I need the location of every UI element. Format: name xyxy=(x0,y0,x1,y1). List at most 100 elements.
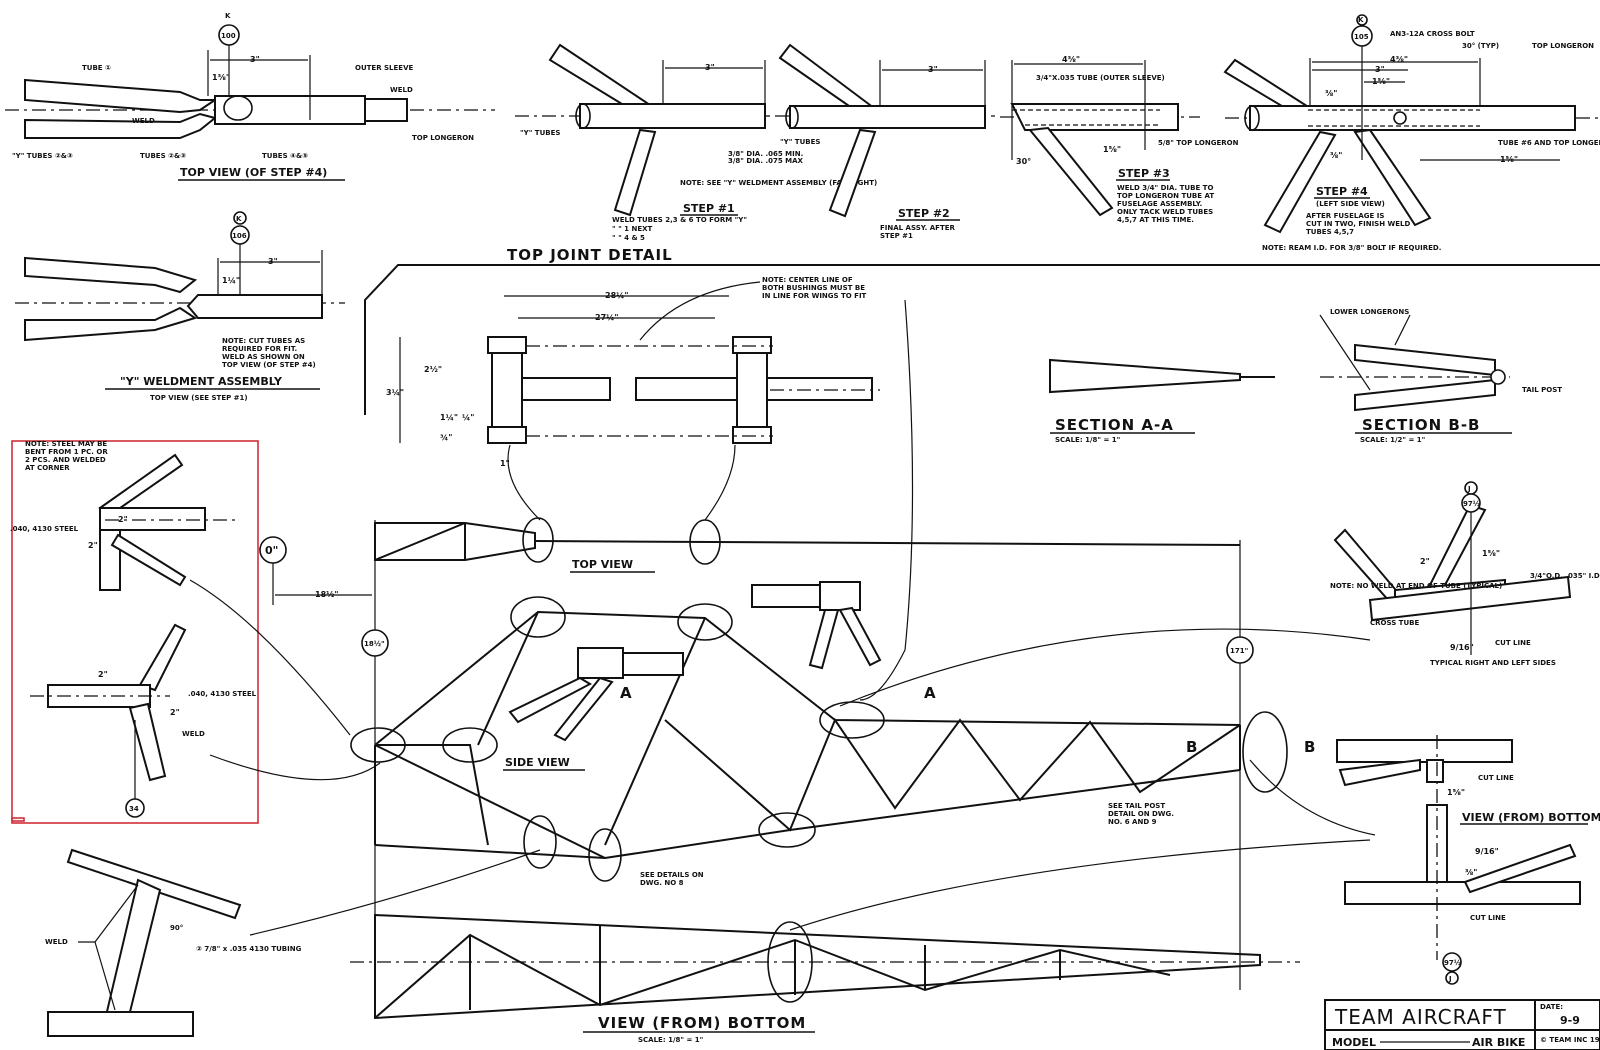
dim-1-1-4: 1¼" xyxy=(440,412,458,422)
top-longeron xyxy=(364,98,408,122)
station-number: 97½ xyxy=(1444,959,1461,967)
station-0-label: 0" xyxy=(265,544,278,557)
note-line-4: TOP VIEW (OF STEP #4) xyxy=(222,361,316,369)
label-tail-post: TAIL POST xyxy=(1522,386,1562,394)
dim-4-3-8: 4⅜" xyxy=(1390,55,1408,64)
note-line-3: IN LINE FOR WINGS TO FIT xyxy=(762,292,867,300)
dim-2in-c: 2" xyxy=(98,670,108,679)
date-value: 9-9 xyxy=(1560,1014,1580,1027)
title-block: TEAM AIRCRAFT MODEL AIR BIKE DATE: 9-9 ©… xyxy=(1324,999,1600,1050)
step3-detail: 4⅜" 1⅝" 30° 3/4"X.035 TUBE (OUTER SLEEVE… xyxy=(1000,55,1239,224)
top-joint-detail-heading: TOP JOINT DETAIL xyxy=(507,246,673,264)
label-y-tubes: "Y" TUBES ②&③ xyxy=(12,152,73,160)
bottom-view-joint-detail: CUT LINE 1⅝" VIEW (FROM) BOTTOM 9/16" ⅜"… xyxy=(1336,735,1600,985)
step3-line-1: WELD 3/4" DIA. TUBE TO xyxy=(1117,184,1213,192)
y-weldment-assembly: K 106 3" 1¼" NOTE: CUT TUBES AS REQUIRED… xyxy=(15,211,345,402)
label-cross-bolt: AN3-12A CROSS BOLT xyxy=(1390,30,1475,38)
top-view-label: TOP VIEW xyxy=(572,558,633,571)
dim-9-16: 9/16" xyxy=(1475,847,1499,856)
dim-1-3-8: 1⅜" xyxy=(212,73,230,82)
section-mark-a-right: A xyxy=(924,684,937,702)
label-weld-2: WELD xyxy=(390,86,413,94)
see-tail-post-1: SEE TAIL POST xyxy=(1108,802,1165,810)
label-weld: WELD xyxy=(45,938,68,946)
label-top-longeron: TOP LONGERON xyxy=(1532,42,1594,50)
tube-2-3 xyxy=(613,128,657,217)
dim-3in: 3" xyxy=(705,63,715,72)
section-mark-b-left: B xyxy=(1186,738,1198,756)
step2-title: STEP #2 xyxy=(898,207,950,220)
dim-3-1-4: 3¼" xyxy=(386,387,404,397)
dim-3in: 3" xyxy=(250,55,260,64)
station-18-label: 18½" xyxy=(364,640,385,648)
y-weldment-title: "Y" WELDMENT ASSEMBLY xyxy=(120,375,283,388)
label-weld: WELD xyxy=(182,730,205,738)
dim-1in: 1" xyxy=(500,459,510,468)
label-y-tubes: "Y" TUBES xyxy=(520,129,560,137)
note-line-2: REQUIRED FOR FIT. xyxy=(222,345,297,353)
dim-3-8: ⅜" xyxy=(1465,868,1477,877)
dim-1-5-8: 1⅝" xyxy=(1447,788,1465,797)
section-mark-a-left: A xyxy=(620,684,633,702)
label-no-weld: NOTE: NO WELD AT END OF TUBE (TYPICAL) xyxy=(1330,582,1502,590)
step1-note: NOTE: SEE "Y" WELDMENT ASSEMBLY (FAR RIG… xyxy=(680,179,877,187)
dim-1-1-4: 1¼" xyxy=(222,275,240,285)
label-tubes-4-5: TUBES ④&⑤ xyxy=(262,152,308,160)
dim-3in: 3" xyxy=(1375,65,1385,74)
label-outer-sleeve: 3/4"X.035 TUBE (OUTER SLEEVE) xyxy=(1036,74,1165,82)
note-line-1: NOTE: CENTER LINE OF xyxy=(762,276,853,284)
note-line-3: 2 PCS. AND WELDED xyxy=(25,456,106,464)
dim-18-5: 18½" xyxy=(315,589,339,599)
step1-line-1: WELD TUBES 2,3 & 6 TO FORM "Y" xyxy=(612,216,747,224)
label-butt-here: TUBE #6 AND TOP LONGERON BUTT HERE xyxy=(1498,139,1600,147)
step3-title: STEP #3 xyxy=(1118,167,1170,180)
dim-2in-a: 2" xyxy=(118,515,128,524)
note-line-3: WELD AS SHOWN ON xyxy=(222,353,305,361)
step4-line-1: AFTER FUSELAGE IS xyxy=(1306,212,1384,220)
station-letter: K xyxy=(236,215,242,223)
side-view-label: SIDE VIEW xyxy=(505,756,570,769)
step2-line-1: FINAL ASSY. AFTER xyxy=(880,224,956,232)
step3-line-5: 4,5,7 AT THIS TIME. xyxy=(1117,216,1194,224)
label-tube-spec: 3/4"O.D. .035" I.D. TUBE, 4130 xyxy=(1530,572,1600,580)
label-top-longeron: TOP LONGERON xyxy=(412,134,474,142)
step4-subtitle: (LEFT SIDE VIEW) xyxy=(1316,200,1385,208)
strut-weld-detail: WELD ② 7/8" x .035 4130 TUBING 90° xyxy=(45,848,302,1037)
dim-2in-b: 2" xyxy=(88,541,98,550)
section-a-a: SECTION A-A SCALE: 1/8" = 1" xyxy=(1049,358,1275,444)
station-18-bubble xyxy=(361,629,389,657)
see-details-2: DWG. NO 8 xyxy=(640,879,684,887)
section-bb-title: SECTION B-B xyxy=(1362,416,1481,434)
model-value: AIR BIKE xyxy=(1472,1036,1525,1049)
station-letter: J xyxy=(1448,975,1452,983)
step1-line-3: " " 4 & 5 xyxy=(612,234,645,242)
dim-1-4: ¼" xyxy=(462,412,474,422)
dim-1-5-8: 1⅝" xyxy=(1482,549,1500,558)
step4-line-3: TUBES 4,5,7 xyxy=(1306,228,1354,236)
step2-line-2: STEP #1 xyxy=(880,232,913,240)
label-90deg: 90° xyxy=(170,924,183,932)
dim-3-8b: ⅜" xyxy=(1330,151,1342,160)
step4-note: NOTE: REAM I.D. FOR 3/8" BOLT IF REQUIRE… xyxy=(1262,244,1441,252)
label-30-typ: 30° (TYP) xyxy=(1462,42,1499,50)
section-mark-b-right: B xyxy=(1304,738,1316,756)
step3-line-3: FUSELAGE ASSEMBLY. xyxy=(1117,200,1202,208)
dim-2in-d: 2" xyxy=(170,708,180,717)
label-tubes-2-3: TUBES ②&③ xyxy=(140,152,186,160)
section-bb-scale: SCALE: 1/2" = 1" xyxy=(1360,436,1425,444)
label-steel-spec-1: .040, 4130 STEEL xyxy=(10,525,79,533)
bottom-view-detail-label: VIEW (FROM) BOTTOM xyxy=(1462,811,1600,824)
step4-line-2: CUT IN TWO, FINISH WELD xyxy=(1306,220,1410,228)
step4-detail: K 105 4⅜" 3" 1⅝" 1⅝" ⅜" ⅜" AN3-12A CROSS… xyxy=(1223,14,1600,252)
y-tube-lower xyxy=(24,112,218,139)
station-number: 97½ xyxy=(1463,500,1480,508)
cross-tube-detail: J 97½ NOTE: NO WELD AT END OF TUBE (TYPI… xyxy=(1330,481,1600,667)
top-joint-detail-frame: TOP JOINT DETAIL xyxy=(364,246,1600,415)
dim-3in: 3" xyxy=(268,257,278,266)
note-line-1: NOTE: STEEL MAY BE xyxy=(25,440,107,448)
station-number: 34 xyxy=(129,805,139,813)
station-letter: K xyxy=(1358,16,1364,24)
main-tube xyxy=(579,103,766,129)
dim-28-1-4: 28¼" xyxy=(605,290,629,300)
